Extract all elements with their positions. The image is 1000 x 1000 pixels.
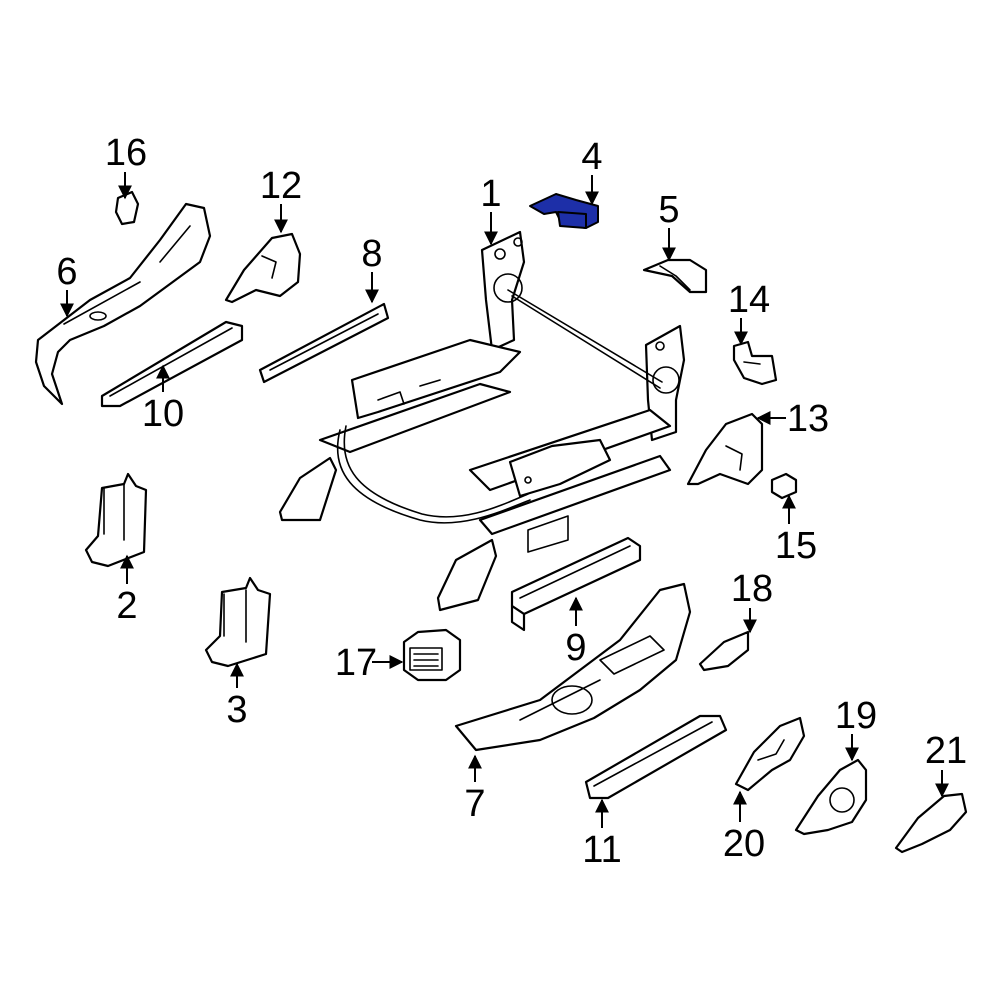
callout-19: 19 xyxy=(835,695,877,737)
part-14-connector[interactable] xyxy=(732,340,778,386)
callout-14: 14 xyxy=(728,279,770,321)
callout-15: 15 xyxy=(775,525,817,567)
callout-2: 2 xyxy=(116,585,137,627)
callout-1: 1 xyxy=(480,173,501,215)
callout-20: 20 xyxy=(723,823,765,865)
part-18-knob[interactable] xyxy=(698,630,750,672)
callout-12: 12 xyxy=(260,165,302,207)
part-1-seat-frame[interactable] xyxy=(278,230,686,612)
callout-5: 5 xyxy=(658,189,679,231)
part-5-cover[interactable] xyxy=(642,258,708,294)
callout-4: 4 xyxy=(581,136,602,178)
part-2-cover[interactable] xyxy=(84,472,148,568)
part-17-switch[interactable] xyxy=(402,628,462,682)
part-12-hinge-cover[interactable] xyxy=(224,232,302,304)
callout-leaders xyxy=(60,172,949,828)
callout-9: 9 xyxy=(565,627,586,669)
part-4-highlighted-cover[interactable] xyxy=(529,193,599,229)
part-3-cover[interactable] xyxy=(204,576,272,668)
callout-3: 3 xyxy=(226,689,247,731)
callout-13: 13 xyxy=(787,398,829,440)
callout-6: 6 xyxy=(56,251,77,293)
callout-8: 8 xyxy=(361,233,382,275)
callout-11: 11 xyxy=(582,829,621,871)
part-6-side-shield[interactable] xyxy=(34,202,212,406)
part-7-front-shield[interactable] xyxy=(454,582,692,752)
part-8-trim-strip[interactable] xyxy=(258,302,390,384)
callout-17: 17 xyxy=(335,642,377,684)
callout-10: 10 xyxy=(142,393,184,435)
callout-18: 18 xyxy=(731,568,773,610)
part-20-bracket[interactable] xyxy=(734,716,806,792)
part-16-clip[interactable] xyxy=(114,190,140,226)
callout-numbers: 1 2 3 4 5 6 7 8 9 10 11 12 13 14 15 16 1… xyxy=(56,132,967,871)
callout-7: 7 xyxy=(464,783,485,825)
part-21-handle[interactable] xyxy=(894,792,968,854)
callout-21: 21 xyxy=(925,730,967,772)
callout-16: 16 xyxy=(105,132,147,174)
part-19-recliner-cover[interactable] xyxy=(794,758,868,836)
part-11-rail-cover[interactable] xyxy=(584,714,728,800)
part-9-bar[interactable] xyxy=(510,536,642,632)
part-13-hinge-cover[interactable] xyxy=(686,412,764,486)
part-15-cap[interactable] xyxy=(770,472,798,500)
part-10-rail-cover[interactable] xyxy=(100,320,244,408)
